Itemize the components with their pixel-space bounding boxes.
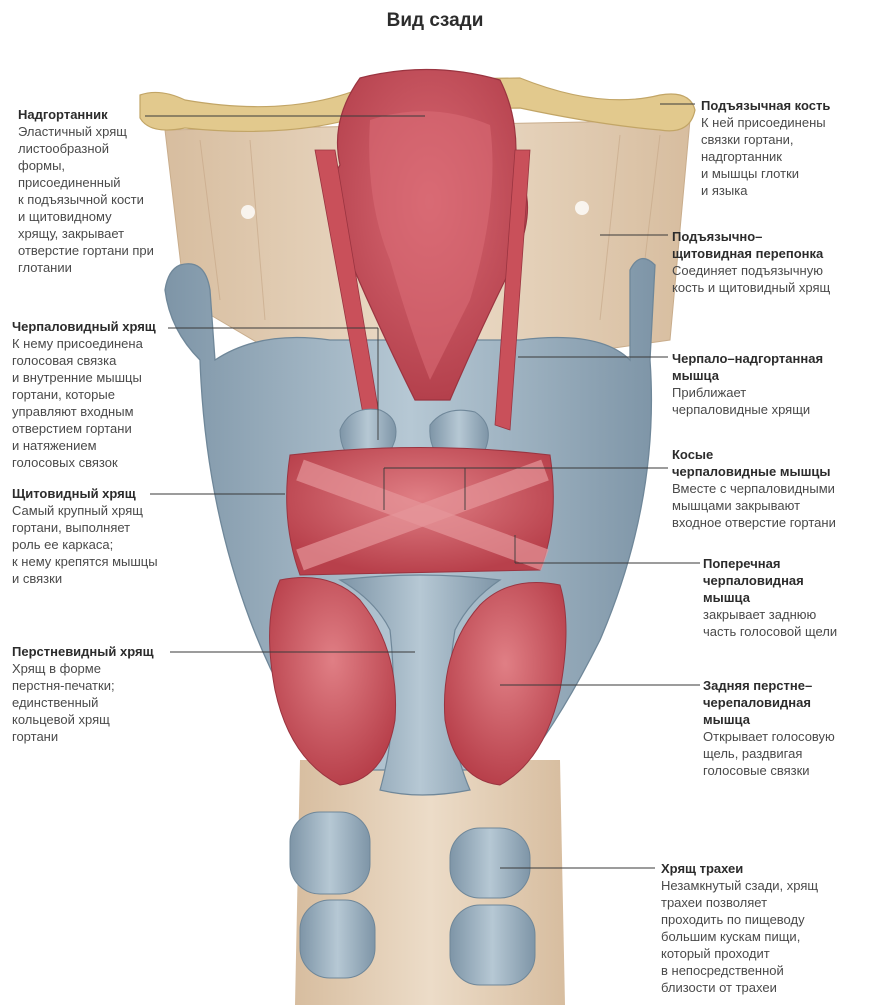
label-cricoid: Перстневидный хрящ Хрящ в форме перстня-… [12, 643, 182, 745]
label-arytenoid-head: Черпаловидный хрящ [12, 319, 156, 334]
label-oblique-desc: Вместе с черпаловидными мышцами закрываю… [672, 481, 836, 530]
label-trachea-desc: Незамкнутый сзади, хрящ трахеи позволяет… [661, 878, 819, 995]
label-epiglottis: Надгортанник Эластичный хрящ листообразн… [18, 106, 178, 276]
label-arytenoid-desc: К нему присоединена голосовая связка и в… [12, 336, 143, 470]
label-cricoid-desc: Хрящ в форме перстня-печатки; единственн… [12, 661, 115, 744]
trachea-cartilage-rings [289, 811, 536, 986]
label-hyoid-desc: К ней присоединены связки гортани, надго… [701, 115, 826, 198]
cricoid-cartilage [338, 574, 502, 796]
label-aryepiglottic-desc: Приближает черпаловидные хрящи [672, 385, 811, 417]
label-oblique: Косые черпаловидные мышцы Вместе с черпа… [672, 446, 867, 531]
label-arytenoid: Черпаловидный хрящ К нему присоединена г… [12, 318, 182, 471]
posterior-cricoarytenoid-muscle [269, 577, 567, 786]
label-aryepiglottic: Черпало–надгортанная мышца Приближает че… [672, 350, 867, 418]
label-hyoid-head: Подъязычная кость [701, 98, 831, 113]
label-thyroid-head: Щитовидный хрящ [12, 486, 136, 501]
label-transverse: Поперечная черпаловидная мышца закрывает… [703, 555, 863, 640]
label-cricoid-head: Перстневидный хрящ [12, 644, 154, 659]
aryepiglottic-muscle [314, 149, 531, 431]
leader-lines [145, 103, 700, 869]
label-trachea-head: Хрящ трахеи [661, 861, 744, 876]
label-aryepiglottic-head: Черпало–надгортанная мышца [672, 351, 824, 383]
diagram-title: Вид сзади [386, 10, 484, 31]
label-thyrohyoid-desc: Соединяет подъязычную кость и щитовидный… [672, 263, 831, 295]
label-transverse-head: Поперечная черпаловидная мышца [703, 556, 804, 605]
label-posterior-crico: Задняя перстне– черепаловидная мышца Отк… [703, 677, 863, 779]
label-oblique-head: Косые черпаловидные мышцы [672, 447, 831, 479]
label-thyrohyoid-head: Подъязычно– щитовидная перепонка [672, 229, 824, 261]
label-epiglottis-desc: Эластичный хрящ листообразной формы, при… [18, 124, 154, 275]
label-hyoid: Подъязычная кость К ней присоединены свя… [701, 97, 866, 199]
label-thyrohyoid: Подъязычно– щитовидная перепонка Соединя… [672, 228, 867, 296]
label-posterior-crico-head: Задняя перстне– черепаловидная мышца [703, 678, 813, 727]
label-transverse-desc: закрывает заднюю часть голосовой щели [703, 607, 838, 639]
label-posterior-crico-desc: Открывает голосовую щель, раздвигая голо… [703, 729, 835, 778]
label-thyroid-desc: Самый крупный хрящ гортани, выполняет ро… [12, 503, 158, 586]
label-thyroid: Щитовидный хрящ Самый крупный хрящ горта… [12, 485, 182, 587]
label-epiglottis-head: Надгортанник [18, 107, 108, 122]
label-trachea: Хрящ трахеи Незамкнутый сзади, хрящ трах… [661, 860, 861, 996]
arytenoid-muscles [286, 447, 554, 576]
